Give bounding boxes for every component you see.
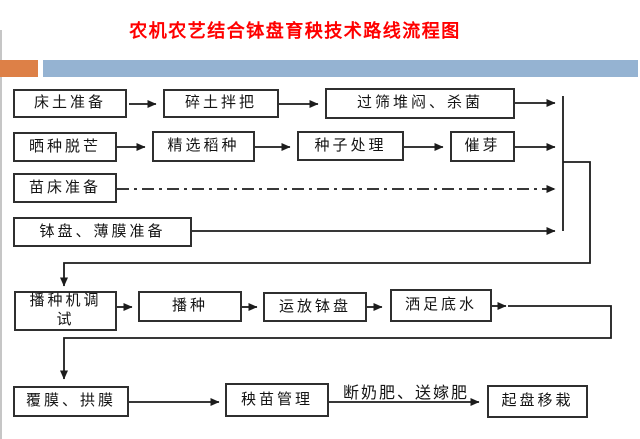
slide-edge-line <box>0 30 2 439</box>
node-base-watering: 洒足底水 <box>390 289 492 322</box>
page-title: 农机农艺结合钵盘育秧技术路线流程图 <box>129 21 461 41</box>
edge-water-filmcover <box>60 305 612 380</box>
node-seeder-debug: 播种机调试 <box>14 291 117 331</box>
node-soil-crush-mix: 碎土拌把 <box>163 89 279 118</box>
node-seed-sun-awn: 晒种脱芒 <box>13 132 117 162</box>
node-sieve-pile-sterilize: 过筛堆闷、杀菌 <box>325 88 515 119</box>
node-tray-transport: 运放钵盘 <box>263 292 367 322</box>
accent-bar-orange <box>0 60 38 77</box>
node-seedling-manage: 秧苗管理 <box>225 383 329 417</box>
node-seed-select: 精选稻种 <box>152 131 255 162</box>
node-tray-transplant: 起盘移栽 <box>487 385 588 418</box>
node-seed-treatment: 种子处理 <box>297 131 404 161</box>
node-tray-film-prep: 钵盘、薄膜准备 <box>13 217 192 247</box>
accent-bar-blue <box>43 60 638 77</box>
edge-label-weaning-fertilizer: 断奶肥、送嫁肥 <box>342 385 469 402</box>
edge-collector-seeder <box>60 161 591 287</box>
node-bed-soil-prep: 床土准备 <box>13 89 127 118</box>
node-sowing: 播种 <box>138 291 242 322</box>
node-seedbed-prep: 苗床准备 <box>13 173 117 203</box>
node-germination: 催芽 <box>450 131 515 162</box>
node-film-arch-cover: 覆膜、拱膜 <box>13 386 129 417</box>
